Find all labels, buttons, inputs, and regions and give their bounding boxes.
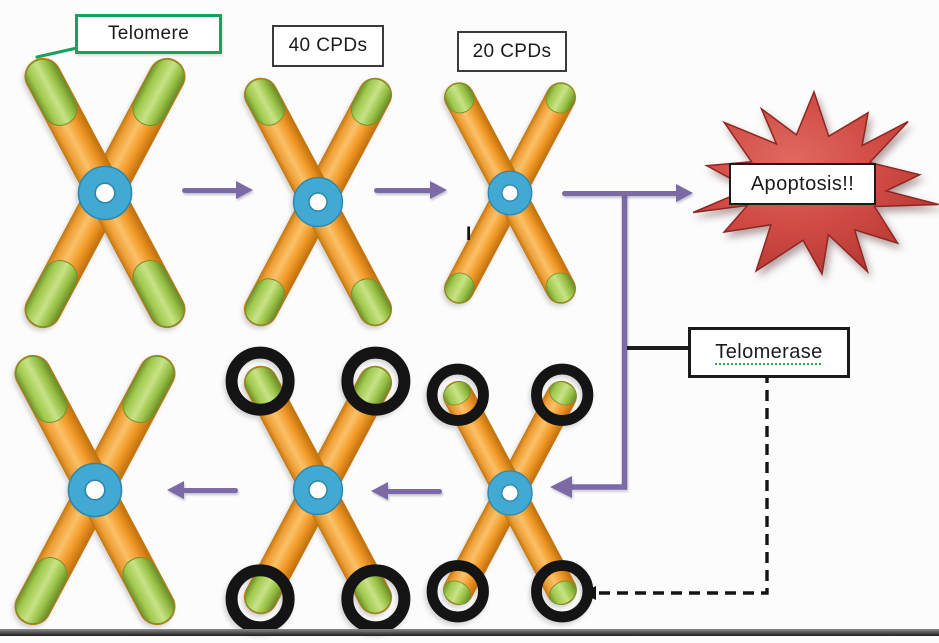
arrowhead-left-icon: [371, 482, 388, 500]
telomere-label-box: Telomere: [75, 14, 222, 54]
tick-mark: I: [466, 224, 472, 245]
arrow-shaft: [182, 488, 238, 493]
arrow-shaft: [562, 191, 678, 196]
arrow-shaft: [386, 489, 442, 494]
cpd-20-label-box: 20 CPDs: [457, 31, 567, 72]
arrowhead-right-icon: [676, 184, 693, 202]
chromosome-after-20-cpds: [444, 82, 576, 304]
arrow-shaft: [374, 188, 432, 193]
apoptosis-label: Apoptosis!!: [750, 172, 855, 195]
arrowhead-left-icon: [550, 476, 572, 498]
cpd-40-label: 40 CPDs: [288, 35, 368, 56]
cpd-40-label-box: 40 CPDs: [272, 25, 384, 67]
arrowhead-right-icon: [430, 181, 447, 199]
arrow-20cpds-to-apoptosis: [562, 184, 693, 203]
arrowhead-left-icon: [167, 481, 184, 499]
cpd-20-label: 20 CPDs: [472, 40, 552, 62]
slide-bottom-edge: [0, 629, 939, 636]
arrow-shaft: [182, 188, 238, 193]
arrow-bound-to-extending: [371, 482, 442, 501]
arrow-40cpds-to-20cpds: [374, 181, 447, 200]
arrowhead-left-icon: [582, 586, 596, 600]
chromosome-telomere-extending: [225, 346, 411, 634]
connector-telomerase-label: [627, 346, 689, 350]
telomerase-label: Telomerase: [715, 341, 823, 363]
arrow-extending-to-restored: [167, 481, 238, 500]
chromosome-telomerase-bound: [426, 363, 594, 623]
chromosome-telomere-restored: [14, 354, 176, 626]
arrow-telomerase-to-telomere: [582, 372, 769, 600]
arrowhead-right-icon: [236, 181, 253, 199]
arrow-initial-to-40cpds: [182, 181, 253, 200]
telomere-pointer-line: [35, 46, 79, 59]
chromosome-initial: [24, 57, 186, 329]
telomerase-label-box: Telomerase: [688, 327, 850, 378]
apoptosis-label-box: Apoptosis!!: [729, 163, 876, 205]
arrow-branch-to-telomerase-bound: [550, 193, 628, 498]
telomere-label: Telomere: [107, 23, 190, 44]
chromosome-after-40-cpds: [243, 77, 393, 327]
